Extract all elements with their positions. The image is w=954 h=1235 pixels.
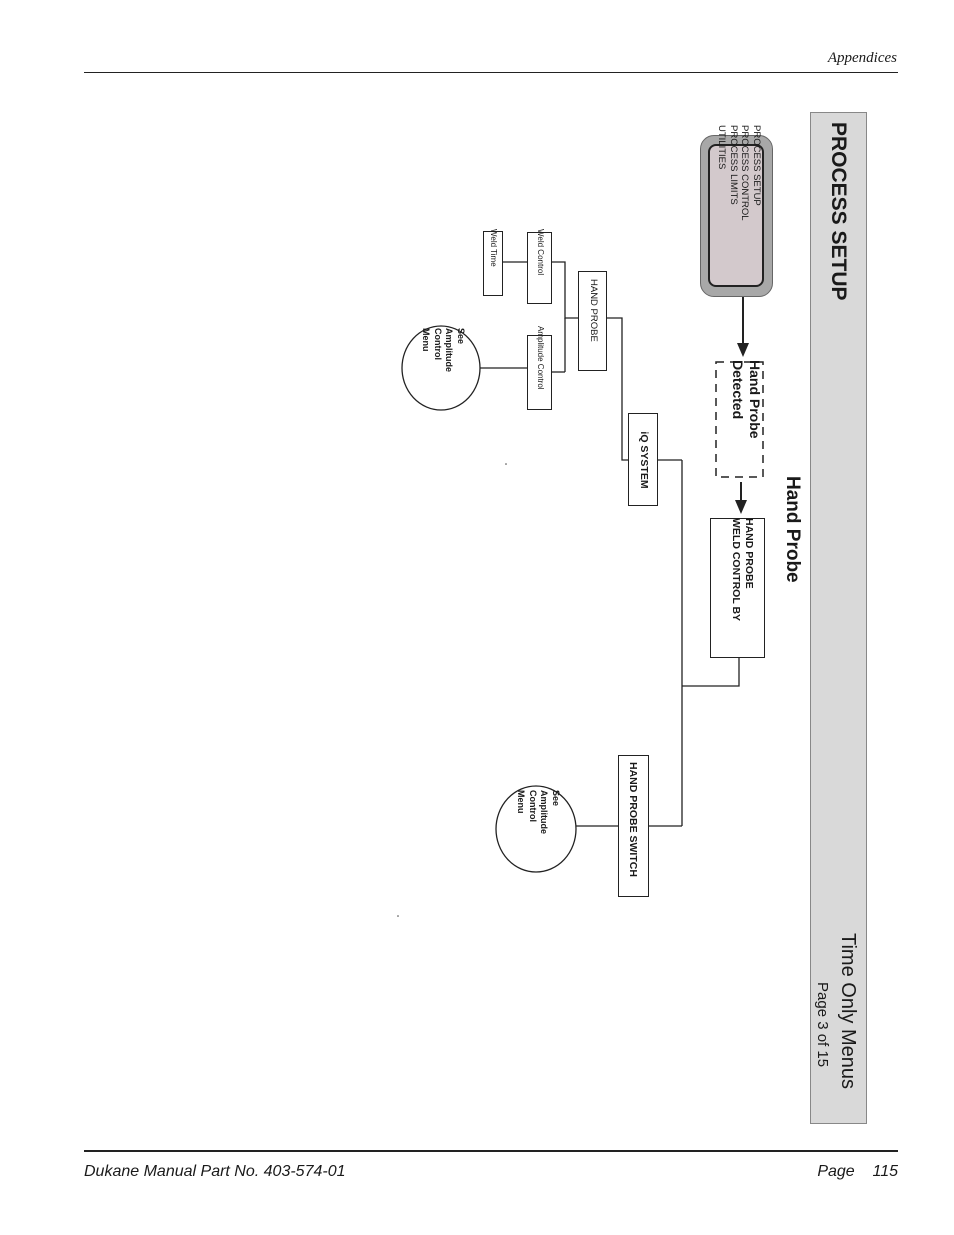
lcd-screen <box>708 144 764 287</box>
lcd-display <box>700 135 773 297</box>
connector-weldby-bus <box>682 657 740 687</box>
lcd-line-3: PROCESS LIMITS <box>728 125 739 205</box>
connector-iq-to-handprobe <box>607 317 628 461</box>
amplitude-control-label: Amplitude Control <box>536 326 545 390</box>
header-rule <box>84 72 898 73</box>
weld-control-by-label: HAND PROBE WELD CONTROL BY <box>730 518 755 622</box>
weld-control-by-box <box>710 518 765 658</box>
hand-probe-switch-box <box>618 755 649 897</box>
lcd-menu-text: PROCESS SETUP PROCESS CONTROL PROCESS LI… <box>714 125 763 305</box>
weld-control-box <box>527 232 552 304</box>
hand-probe-box <box>578 271 607 371</box>
weld-time-box <box>483 231 503 296</box>
lcd-line-2: PROCESS CONTROL <box>739 125 751 221</box>
see-amplitude-label-2: See Amplitude Control Menu <box>516 790 562 834</box>
footer-rule <box>84 1150 898 1152</box>
weld-control-label: Weld Control <box>536 229 545 276</box>
amplitude-control-box <box>527 335 552 410</box>
weld-time-label: Weld Time <box>489 229 498 267</box>
connector-handprobe-to-children <box>552 261 578 319</box>
footer-page: Page 115 <box>817 1163 898 1181</box>
hand-probe-label: HAND PROBE <box>588 279 599 342</box>
see-amplitude-oval-2 <box>495 785 577 873</box>
hand-probe-detected-label: Hand Probe Detected <box>730 360 763 439</box>
footer-manual: Dukane Manual Part No. 403-574-01 <box>84 1163 346 1180</box>
iq-system-box <box>628 413 658 506</box>
hand-probe-switch-label: HAND PROBE SWITCH <box>627 762 639 877</box>
lcd-line-4: UTILITIES <box>716 125 728 170</box>
see-amplitude-label-1: See Amplitude Control Menu <box>421 328 467 372</box>
footer-page-label: Page <box>817 1163 855 1180</box>
hand-probe-detected-box <box>715 361 764 478</box>
iq-system-label: iQ SYSTEM <box>638 431 650 489</box>
header-section-label: Appendices <box>827 50 897 66</box>
lcd-line-1: PROCESS SETUP <box>751 125 762 206</box>
see-amplitude-oval-1 <box>401 325 481 411</box>
footer-page-number: 115 <box>872 1163 898 1180</box>
banner-strip <box>810 112 867 1124</box>
